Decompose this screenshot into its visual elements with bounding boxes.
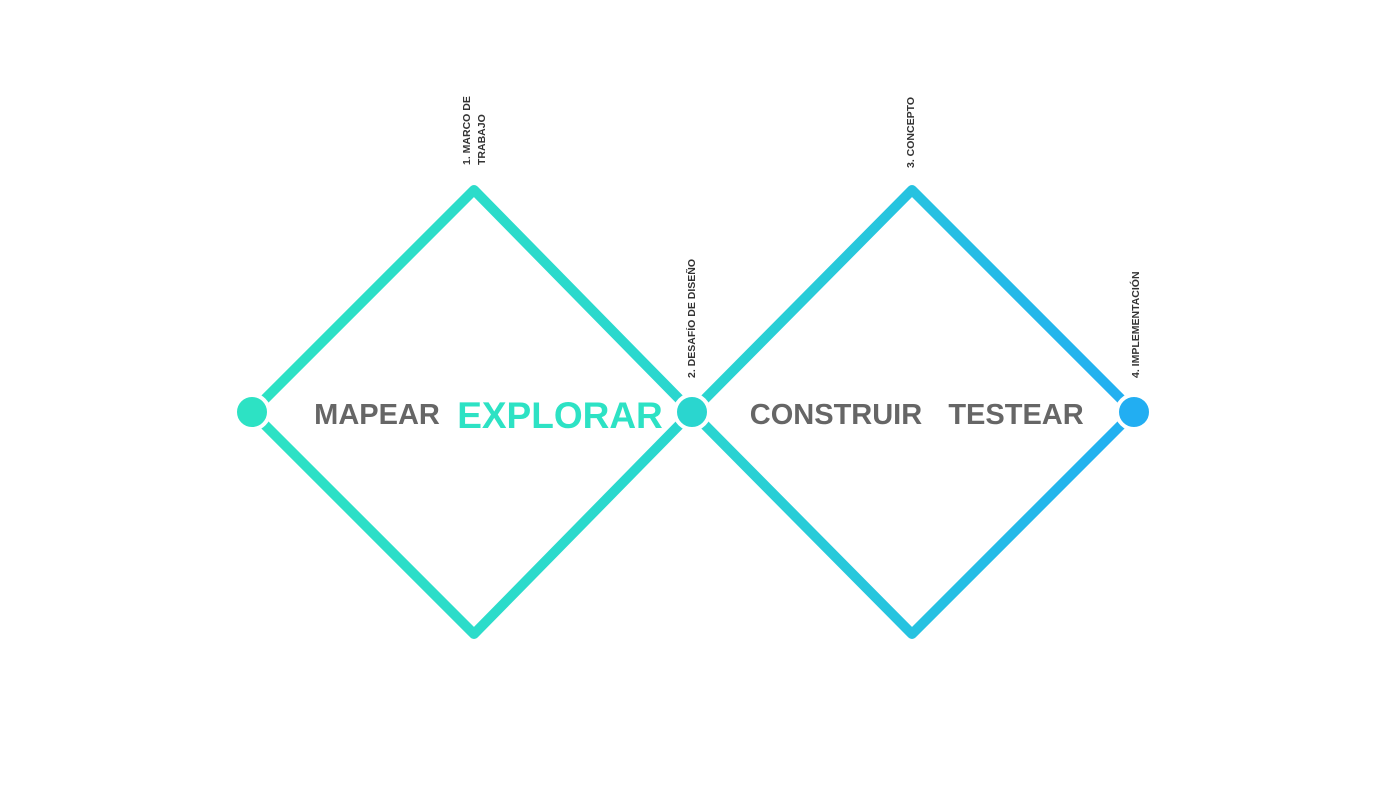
phase-label-testear: TESTEAR [948,399,1083,431]
node-start [233,393,271,431]
phase-label-explorar: EXPLORAR [457,395,663,436]
milestone-label-3: 3. CONCEPTO [905,97,917,168]
phase-label-construir: CONSTRUIR [750,399,922,431]
node-end [1115,393,1153,431]
milestone-4-line-1: 4. IMPLEMENTACIÓN [1129,271,1142,378]
milestone-label-1: 1. MARCO DE TRABAJO [461,96,488,165]
node-middle [673,393,711,431]
milestone-label-2: 2. DESAFÍO DE DISEÑO [685,259,698,378]
milestone-1-line-2: TRABAJO [476,114,488,165]
phase-label-mapear: MAPEAR [314,399,440,431]
milestone-2-line-1: 2. DESAFÍO DE DISEÑO [685,259,698,378]
milestone-3-line-1: 3. CONCEPTO [905,97,917,168]
milestone-1-line-1: 1. MARCO DE [461,96,473,165]
milestone-label-4: 4. IMPLEMENTACIÓN [1129,271,1142,378]
